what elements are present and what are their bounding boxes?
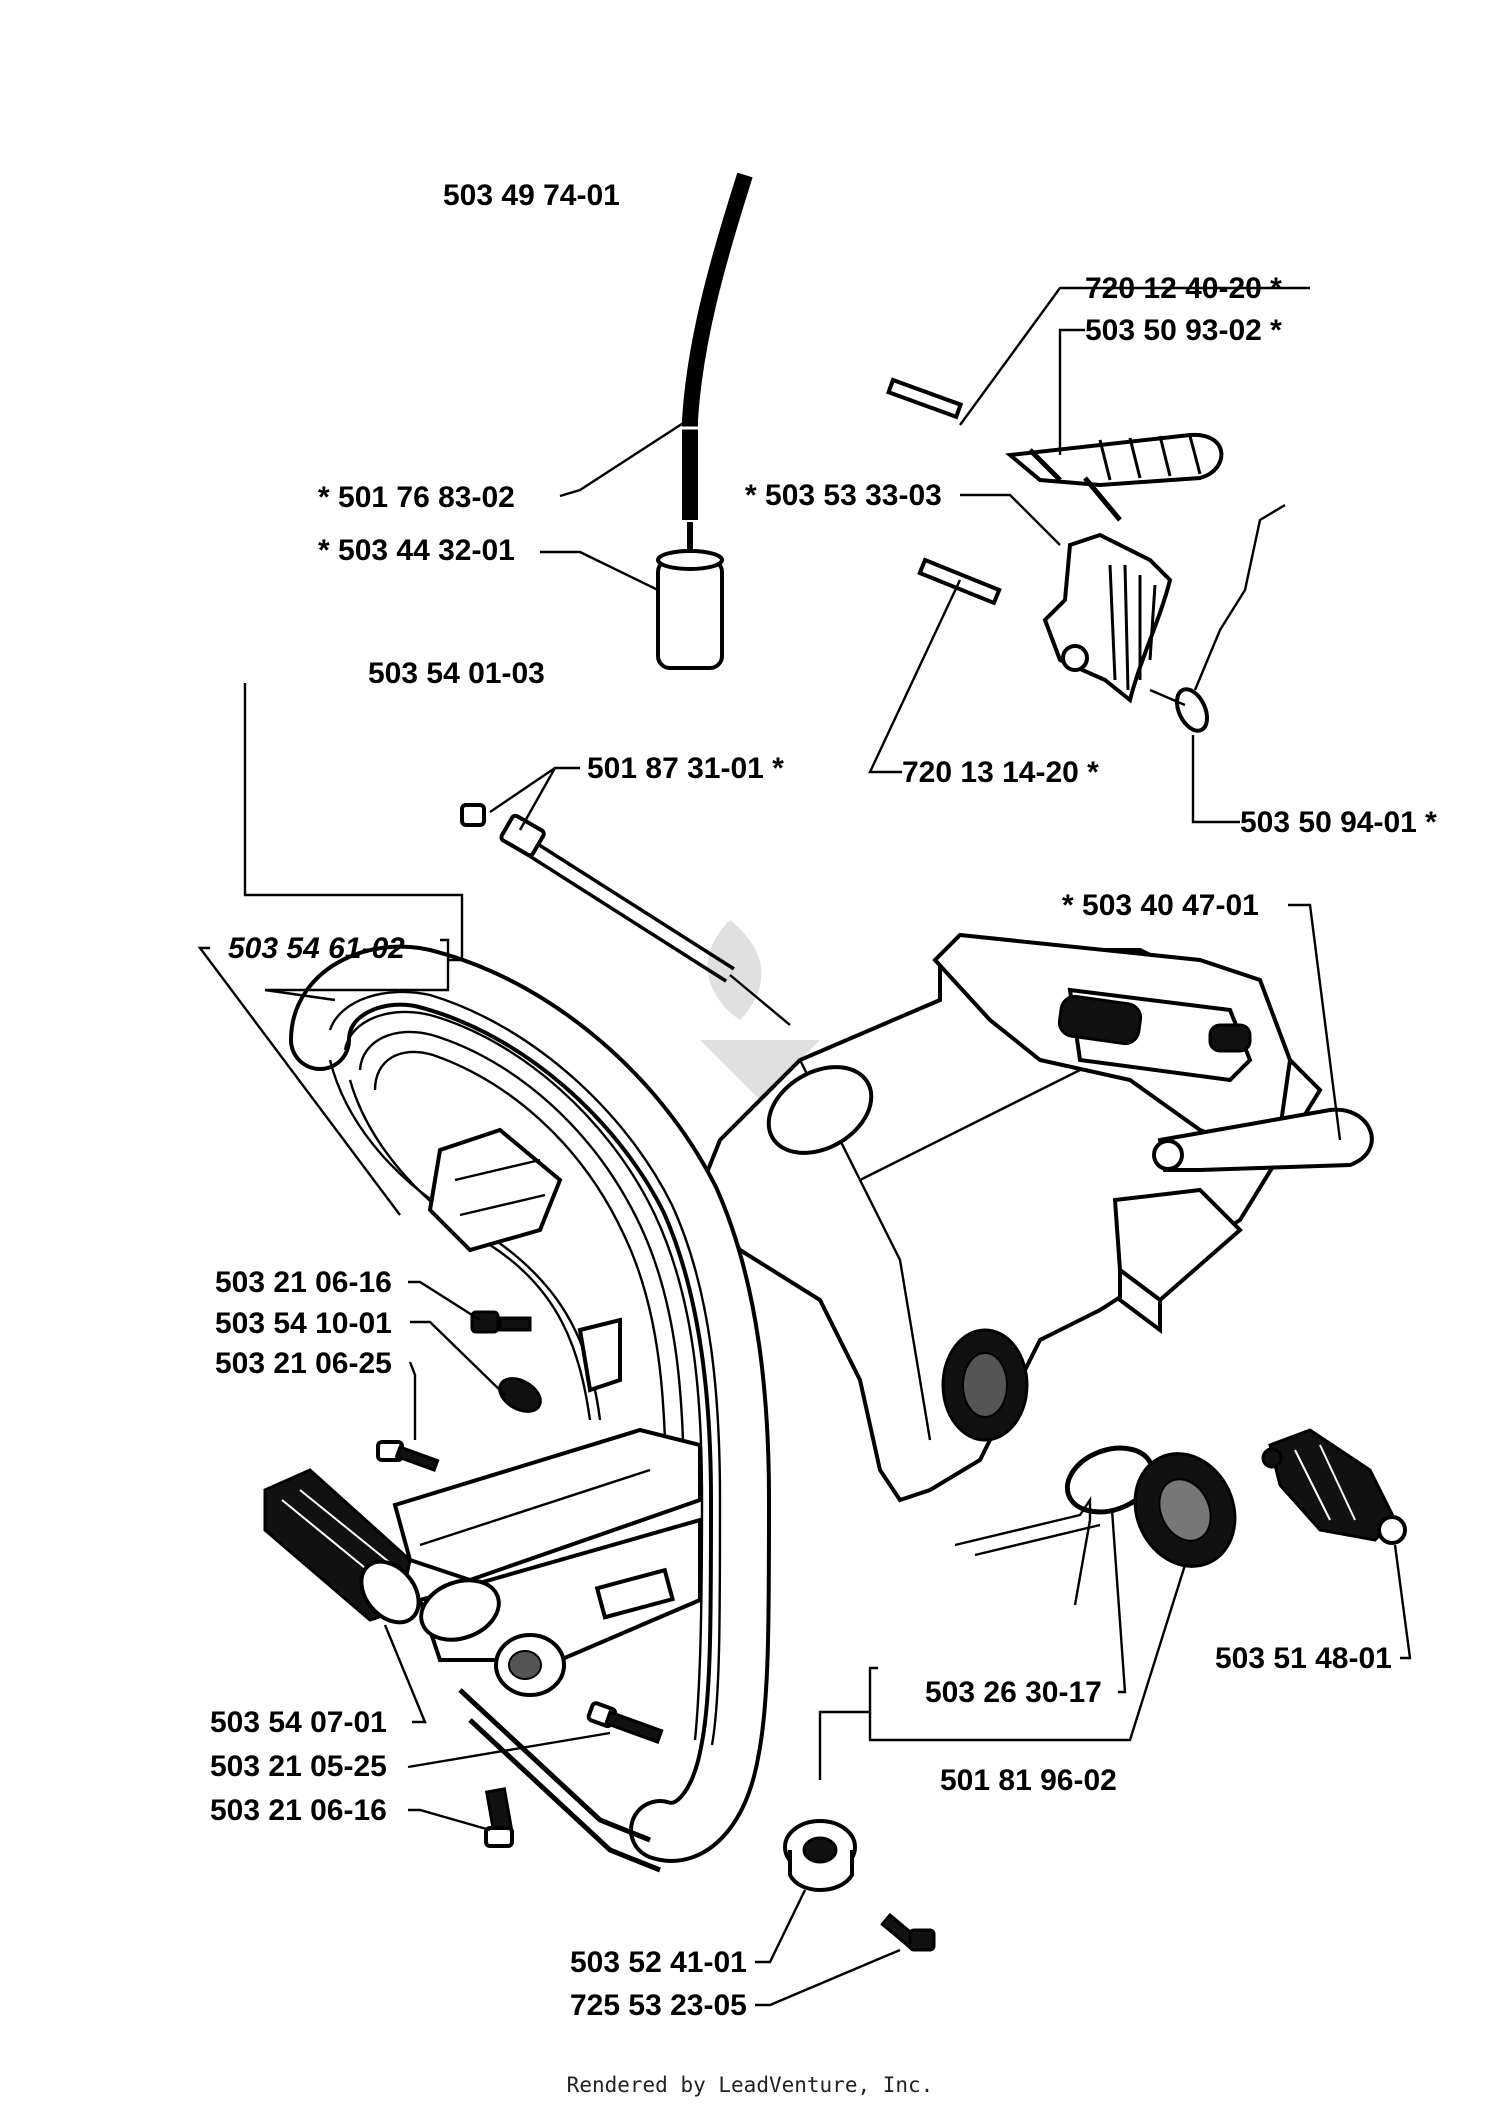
label-503-54-61-02: 503 54 61-02 (228, 932, 405, 965)
screw-cradle (586, 1701, 664, 1745)
label-503-54-07-01: 503 54 07-01 (210, 1706, 387, 1739)
label-503-49-74-01: 503 49 74-01 (443, 179, 620, 212)
oil-pump-wire (954, 1496, 1101, 1606)
fuel-filter (656, 522, 724, 670)
watermark-logo (700, 920, 820, 1100)
throttle-trigger-assembled (1152, 1107, 1374, 1172)
label-501-87-31-01: 501 87 31-01 * (587, 752, 784, 785)
label-720-12-40-20: 720 12 40-20 * (1085, 272, 1282, 305)
rear-handle (932, 932, 1293, 1334)
fuel-hose (682, 172, 753, 520)
screw-bottom (484, 1787, 514, 1848)
handle-clamp (427, 1127, 622, 1393)
label-503-50-94-01: 503 50 94-01 * (1240, 806, 1437, 839)
oil-pump-worm (1261, 1428, 1407, 1545)
label-725-53-23-05: 725 53 23-05 (570, 1989, 747, 2022)
front-handlebar (289, 944, 772, 1863)
leader-lines (197, 286, 1412, 2007)
throttle-rod (1149, 503, 1286, 733)
av-spring-left (263, 1468, 421, 1625)
label-501-76-83-02: * 501 76 83-02 (318, 481, 515, 514)
oil-pump (1133, 1452, 1237, 1568)
label-503-51-48-01: 503 51 48-01 (1215, 1642, 1392, 1675)
throttle-lockout (1005, 432, 1224, 522)
lower-frame (392, 1427, 702, 1873)
label-503-21-06-16-bottom: 503 21 06-16 (210, 1794, 387, 1827)
screw-bushing (880, 1912, 936, 1952)
label-503-52-41-01: 503 52 41-01 (570, 1946, 747, 1979)
throttle-pin-upper (885, 377, 964, 420)
screw-handle-2 (376, 1440, 440, 1473)
label-720-13-14-20: 720 13 14-20 * (902, 756, 1099, 789)
av-element-spring (498, 1377, 542, 1413)
label-503-50-93-02: 503 50 93-02 * (1085, 314, 1282, 347)
label-503-54-01-03: 503 54 01-03 (368, 657, 545, 690)
label-503-21-06-16-top: 503 21 06-16 (215, 1266, 392, 1299)
choke-rod (460, 803, 791, 1026)
label-503-26-30-17: 503 26 30-17 (925, 1676, 1102, 1709)
label-501-81-96-02: 501 81 96-02 (940, 1764, 1117, 1797)
label-503-21-06-25: 503 21 06-25 (215, 1347, 392, 1380)
footer-credit: Rendered by LeadVenture, Inc. (567, 2073, 934, 2097)
label-503-40-47-01: * 503 40 47-01 (1062, 889, 1259, 922)
throttle-trigger (1042, 532, 1173, 704)
label-503-53-33-03: * 503 53 33-03 (745, 479, 942, 512)
screw-handle-1 (470, 1310, 532, 1334)
label-503-44-32-01: * 503 44 32-01 (318, 534, 515, 567)
label-503-54-10-01: 503 54 10-01 (215, 1307, 392, 1340)
bushing (783, 1819, 857, 1892)
label-503-21-05-25: 503 21 05-25 (210, 1750, 387, 1783)
